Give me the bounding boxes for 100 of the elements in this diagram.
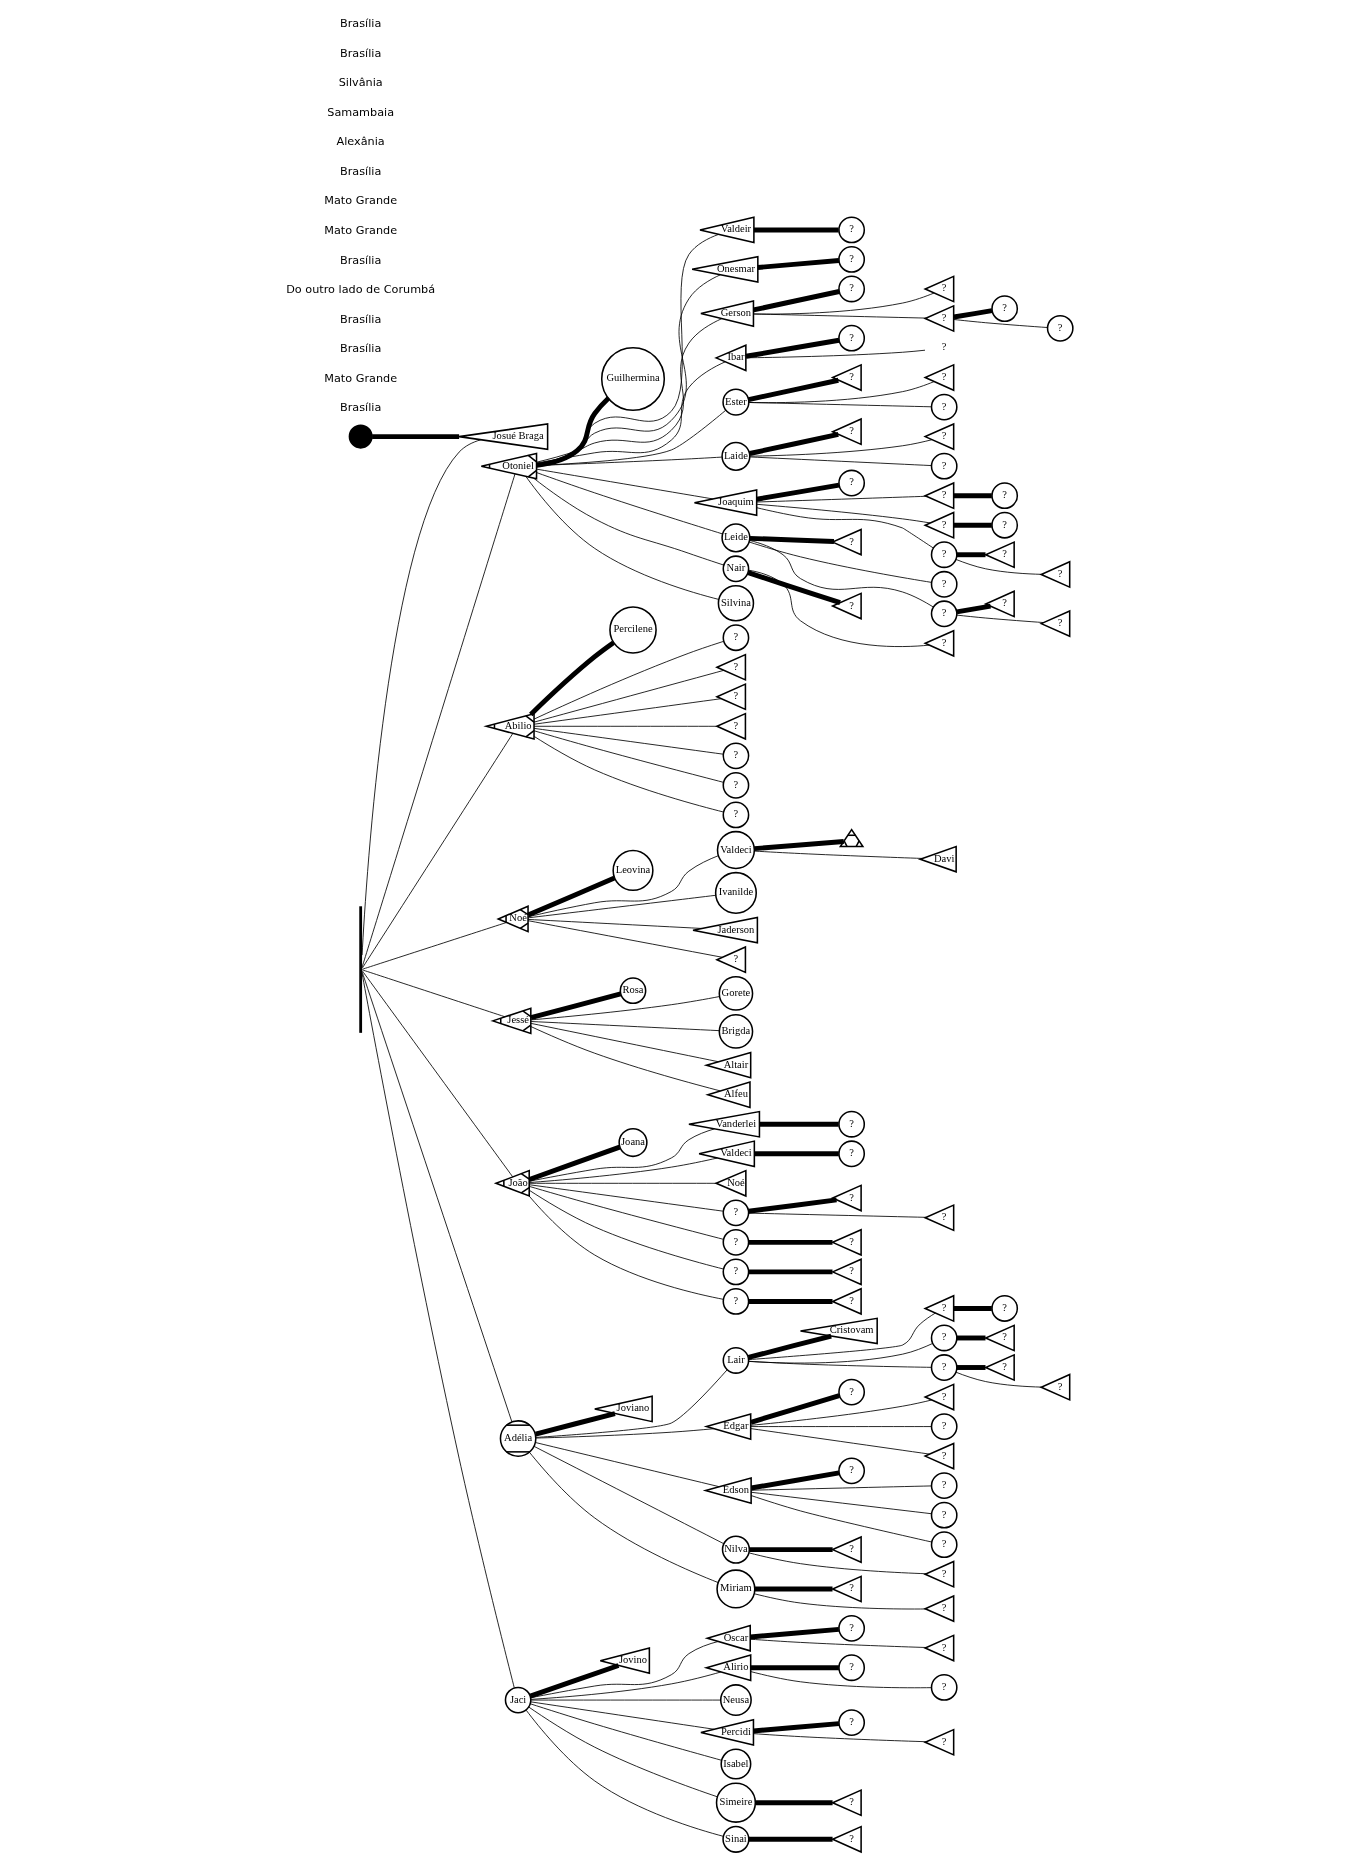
connector [361,921,507,970]
node-circle [348,424,373,449]
connector [528,1189,724,1269]
connector [533,640,725,720]
connector [533,729,724,783]
node-circle: ? [1046,314,1074,342]
connector [749,1546,833,1552]
connector [527,854,719,917]
connector [530,1671,722,1700]
node-circle: ? [930,540,958,568]
connector [956,614,1045,623]
node-circle: ? [838,469,866,496]
connector [530,990,622,1020]
node-circle: ? [991,294,1019,322]
connector [756,482,840,502]
node-circle: Ester [722,388,750,416]
connector [748,1196,837,1214]
node-circle: ? [991,1294,1019,1322]
connector [748,1312,936,1360]
node-circle: ? [930,393,958,421]
node-circle: Lair [722,1346,750,1374]
connector [748,569,930,647]
connector [529,1662,620,1698]
connector [753,850,923,859]
node-circle: ? [930,1324,958,1351]
node-circle: ? [930,570,958,598]
connector [750,1491,932,1514]
connector [956,551,986,557]
node-circle: Leide [721,522,751,552]
connector [754,1586,833,1591]
connector [745,337,840,359]
connector [747,1333,832,1360]
connector [759,1121,839,1127]
connector [750,1494,933,1542]
connector [361,970,513,1422]
connector [536,471,723,534]
node-circle: ? [930,599,958,627]
node-circle: ? [722,771,750,799]
node-circle: Isabel [720,1748,752,1780]
node-circle: Sinai [722,1825,750,1853]
connector [361,473,516,967]
node-circle: ? [838,1614,866,1642]
label: Brasília [340,164,382,178]
connector [535,1368,728,1438]
node-circle: ? [722,1228,750,1256]
connector [528,1183,724,1212]
connector [372,433,460,439]
label: Do outro lado de Corumbá [286,282,436,296]
node-circle: Nilva [721,1534,751,1564]
label: Brasília [340,46,382,60]
node-circle: ? [838,216,866,243]
node-bar [359,905,363,1033]
connector [748,1360,932,1368]
node-circle: Neusa [719,1683,752,1716]
connector [529,640,615,716]
node-circle: ? [838,245,866,273]
connector [749,438,933,457]
connector [533,735,724,812]
connector [953,1305,992,1311]
node-circle: ? [991,481,1019,509]
connector [753,1720,840,1733]
node-circle: Gorete [718,975,754,1011]
connector [750,1670,932,1688]
node-circle: ? [930,1353,958,1381]
connector [534,1410,616,1437]
connector [756,495,927,502]
connector [749,456,932,466]
connector [748,1552,927,1574]
connector [536,273,721,464]
connector [747,569,841,605]
label: Mato Grande [324,371,398,385]
connector [528,1185,724,1240]
label: Samambaia [327,105,395,119]
connector [361,438,482,955]
connector [530,1022,719,1062]
node-circle: ? [722,1198,750,1226]
connector [750,1470,840,1490]
connector [528,1195,724,1300]
node-circle: ? [838,1708,866,1736]
connector [753,1592,927,1609]
connector [527,875,616,917]
connector [527,894,717,918]
label: Brasília [340,341,382,355]
connector [756,506,934,548]
connector [753,313,927,318]
connector [536,468,714,499]
connector [953,307,993,319]
connector [748,1298,833,1304]
connector [533,477,725,565]
connector [748,377,839,402]
node-circle: ? [838,1139,866,1167]
connector [752,288,840,312]
connector [756,503,931,523]
connector [536,360,726,463]
connector [529,1702,723,1761]
label: Brasília [340,312,382,326]
connector [533,697,722,725]
label: Alexânia [336,134,385,148]
connector [750,1626,840,1639]
connector [527,919,723,958]
